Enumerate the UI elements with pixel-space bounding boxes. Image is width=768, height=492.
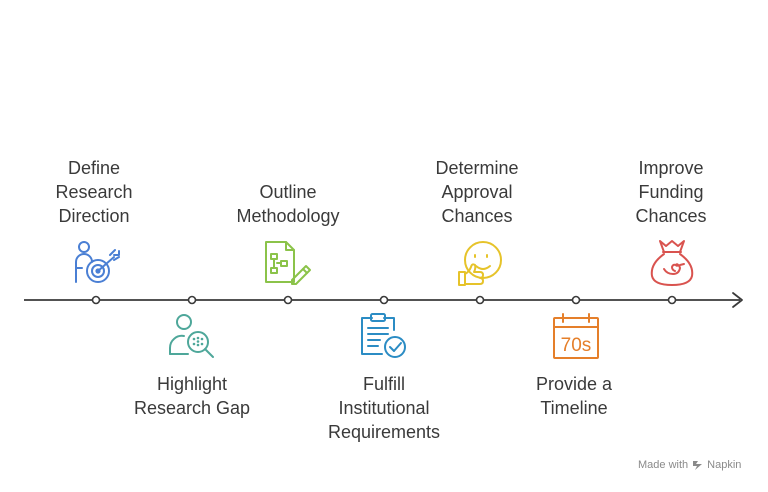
footer-brand: Napkin: [707, 459, 742, 471]
step-label-define: Define Research Direction: [55, 158, 133, 226]
napkin-logo-icon: [693, 460, 703, 470]
step-label-fulfill: Fulfill Institutional Requirements: [327, 374, 441, 442]
footer-text: Made with: [638, 459, 689, 471]
step-label-determine: Determine Approval Chances: [435, 158, 519, 226]
timeline-dot: [91, 295, 101, 305]
timeline-dot: [283, 295, 293, 305]
calendar-70s-icon: 70s: [553, 313, 599, 359]
money-bag-icon: [650, 240, 694, 286]
calendar-label: 70s: [561, 335, 592, 356]
target-person-icon: [75, 241, 120, 283]
timeline-dot: [379, 295, 389, 305]
timeline-dot: [475, 295, 485, 305]
made-with-napkin-footer[interactable]: Made with Napkin: [638, 459, 741, 471]
thumbs-up-smiley-icon: [458, 241, 502, 286]
timeline-dot: [667, 295, 677, 305]
timeline-dot: [187, 295, 197, 305]
step-label-improve: Improve Funding Chances: [635, 158, 707, 226]
step-label-provide: Provide a Timeline: [535, 374, 613, 418]
timeline-dot: [571, 295, 581, 305]
search-person-icon: [168, 314, 214, 358]
flowchart-document-icon: [265, 241, 311, 285]
step-label-outline: Outline Methodology: [236, 182, 340, 226]
clipboard-check-icon: [361, 313, 406, 358]
step-label-highlight: Highlight Research Gap: [133, 374, 251, 418]
